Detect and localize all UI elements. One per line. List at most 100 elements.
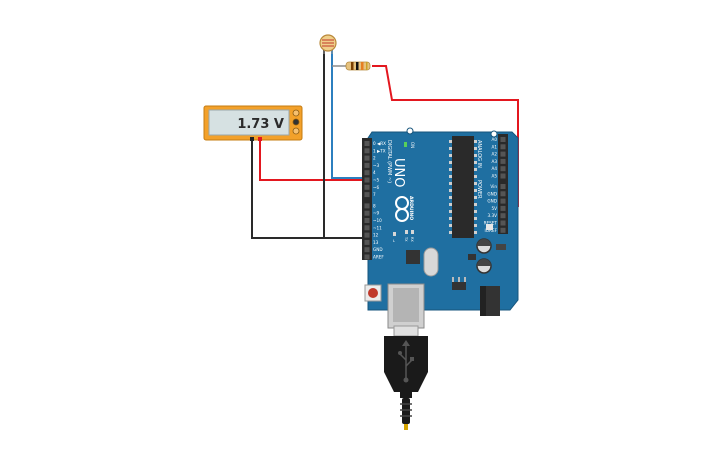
- usb-icon: [398, 340, 414, 383]
- arduino-logo-icon: ARDUINO: [395, 196, 414, 222]
- digital-pin-label: 8: [373, 203, 376, 208]
- small-component: [496, 244, 506, 250]
- mode-knob-icon[interactable]: [292, 118, 300, 126]
- usb-port[interactable]: [387, 283, 425, 329]
- power-pin-hole[interactable]: [500, 191, 506, 197]
- digital-pin-label: GND: [373, 247, 383, 252]
- power-label: POWER: [476, 180, 482, 199]
- chip-pin: [449, 217, 452, 220]
- digital-pin-hole[interactable]: [364, 225, 370, 231]
- chip-pin: [474, 231, 477, 234]
- chip-pin: [449, 203, 452, 206]
- chip-pin: [474, 210, 477, 213]
- power-pin-label: RESET: [484, 221, 498, 226]
- mode-knob-icon[interactable]: [292, 109, 300, 117]
- digital-pin-hole[interactable]: [364, 141, 370, 146]
- chip-pin: [449, 147, 452, 150]
- digital-pin-label: 4: [373, 170, 376, 175]
- reset-button[interactable]: [364, 284, 382, 302]
- on-led-icon: [404, 142, 407, 147]
- chip-pin: [449, 168, 452, 171]
- analog-pin-label: A1: [491, 144, 497, 149]
- digital-pin-hole[interactable]: [364, 162, 370, 168]
- probe-negative-terminal[interactable]: [250, 137, 254, 141]
- resistor[interactable]: [332, 61, 371, 71]
- digital-header: [362, 138, 372, 260]
- digital-pin-hole[interactable]: [364, 232, 370, 238]
- chip-pin: [474, 140, 477, 143]
- digital-pin-label: ~11: [373, 225, 382, 230]
- chip-pin: [474, 203, 477, 206]
- chip-pin: [449, 161, 452, 164]
- digital-pin-label: 2: [373, 156, 376, 161]
- analog-pin-hole[interactable]: [500, 158, 506, 164]
- digital-pin-hole[interactable]: [364, 210, 370, 216]
- digital-pin-label: AREF: [373, 255, 384, 260]
- power-pin-hole[interactable]: [500, 227, 506, 233]
- l-label: L: [393, 239, 395, 243]
- on-label: ON: [410, 142, 415, 148]
- dc-power-jack[interactable]: [480, 286, 500, 316]
- wire-ldr-signal[interactable]: [331, 50, 368, 179]
- probe-positive-terminal[interactable]: [258, 137, 262, 141]
- wire-multimeter-positive[interactable]: [259, 138, 368, 181]
- digital-pin-hole[interactable]: [364, 254, 370, 260]
- digital-pin-hole[interactable]: [364, 218, 370, 223]
- chip-pin: [449, 210, 452, 213]
- power-pin-hole[interactable]: [500, 220, 506, 226]
- power-pin-hole[interactable]: [500, 213, 506, 219]
- rx-label: RX: [410, 237, 414, 242]
- chip-pin: [474, 168, 477, 171]
- chip-pin: [474, 217, 477, 220]
- analog-pin-label: A3: [491, 159, 497, 164]
- digital-pin-hole[interactable]: [364, 239, 370, 245]
- power-pin-hole[interactable]: [500, 184, 506, 189]
- chip-pin: [449, 175, 452, 178]
- chip-pin: [449, 182, 452, 185]
- power-pin-label: GND: [487, 199, 497, 204]
- chip-pin: [474, 224, 477, 227]
- l-led-icon: [393, 232, 396, 236]
- usb-cable[interactable]: [384, 325, 428, 430]
- digital-pin-label: 12: [373, 233, 379, 238]
- analog-pin-label: A5: [491, 174, 497, 179]
- digital-pin-hole[interactable]: [364, 192, 370, 198]
- analog-pin-hole[interactable]: [500, 137, 506, 142]
- uno-logo-text: UNO: [391, 158, 406, 187]
- digital-label: DIGITAL (PWM ~): [386, 140, 392, 183]
- multimeter[interactable]: 1.73 V: [203, 105, 303, 141]
- digital-pin-hole[interactable]: [364, 247, 370, 253]
- chip-pin: [474, 196, 477, 199]
- small-component: [468, 254, 476, 260]
- wire-multimeter-negative[interactable]: [251, 138, 368, 239]
- digital-pin-hole[interactable]: [364, 155, 370, 161]
- analog-pin-hole[interactable]: [500, 144, 506, 150]
- digital-pin-hole[interactable]: [364, 184, 370, 190]
- mode-knob-icon[interactable]: [292, 127, 300, 135]
- digital-pin-holes: [364, 141, 370, 260]
- analog-pin-label: A2: [491, 152, 497, 157]
- analog-pin-hole[interactable]: [500, 151, 506, 157]
- small-component: [486, 224, 493, 230]
- power-pin-hole[interactable]: [500, 198, 506, 204]
- digital-pin-hole[interactable]: [364, 170, 370, 176]
- tx-label: TX: [404, 236, 408, 242]
- arduino-uno-board[interactable]: 0 ◀RX1 ▶TX2~34~5~678~9~10~111213GNDAREF …: [362, 127, 519, 329]
- chip-pin: [474, 175, 477, 178]
- analog-pin-hole[interactable]: [500, 173, 506, 179]
- microcontroller-chip: [449, 136, 477, 238]
- digital-pin-label: ~3: [373, 163, 380, 168]
- digital-pin-hole[interactable]: [364, 148, 370, 154]
- chip-pin: [449, 196, 452, 199]
- power-analog-pin-holes: [500, 137, 506, 233]
- digital-pin-label: ~10: [373, 218, 382, 223]
- photoresistor[interactable]: [319, 34, 337, 54]
- crystal-oscillator: [423, 247, 439, 277]
- digital-pin-hole[interactable]: [364, 177, 370, 183]
- digital-pin-hole[interactable]: [364, 203, 370, 209]
- analog-pin-hole[interactable]: [500, 166, 506, 172]
- power-pin-hole[interactable]: [500, 205, 506, 211]
